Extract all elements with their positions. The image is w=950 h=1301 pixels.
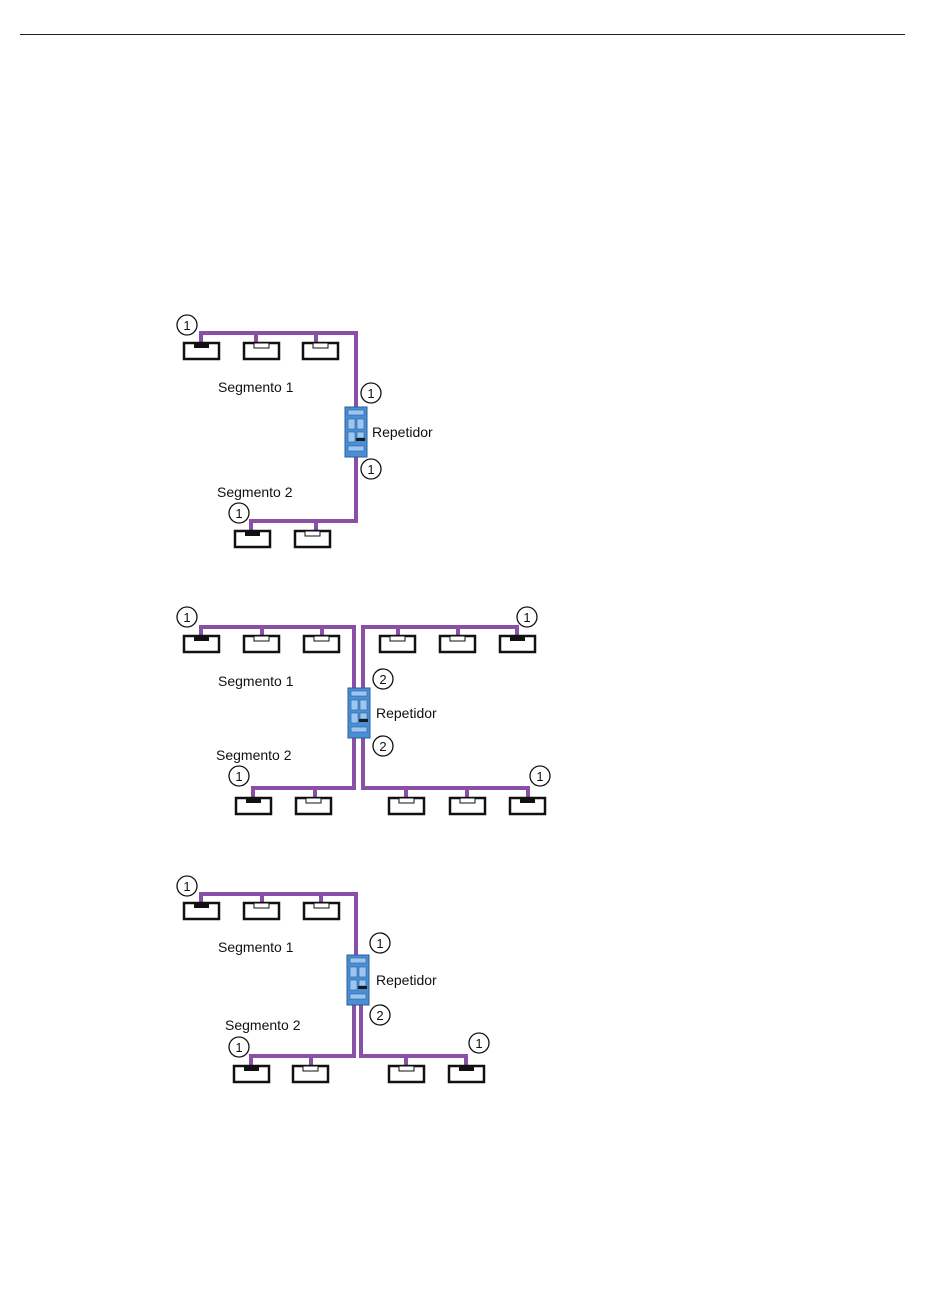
marker-number: 2 [376,1008,383,1023]
station [304,903,339,919]
station [244,903,279,919]
station [293,1066,328,1082]
cable [201,333,356,531]
repeater-icon [347,955,369,1005]
marker-number: 1 [183,318,190,333]
marker-number: 1 [536,769,543,784]
station [303,343,338,359]
station [184,636,219,652]
marker-number: 1 [235,1040,242,1055]
marker-number: 1 [235,769,242,784]
station [236,798,271,814]
repeater-icon [348,688,370,738]
station [184,903,219,919]
station [450,798,485,814]
marker-number: 1 [376,936,383,951]
station [295,531,330,547]
segment-2-label: Segmento 2 [216,747,292,763]
repeater-icon [345,407,367,457]
marker-number: 2 [379,672,386,687]
diagram-3: Segmento 1 Segmento 2 Repetidor 1 1 2 1 … [177,876,489,1082]
marker-number: 1 [367,386,374,401]
repeater-label: Repetidor [376,705,437,721]
segment-2-label: Segmento 2 [217,484,293,500]
station [389,1066,424,1082]
station [235,531,270,547]
station [244,343,279,359]
station [184,343,219,359]
diagram-2: Segmento 1 Segmento 2 Repetidor 1 1 2 2 … [177,607,550,814]
station [234,1066,269,1082]
station [389,798,424,814]
marker-number: 1 [183,610,190,625]
repeater-label: Repetidor [376,972,437,988]
station [510,798,545,814]
station [440,636,475,652]
station [304,636,339,652]
station [380,636,415,652]
station [244,636,279,652]
segment-1-label: Segmento 1 [218,379,294,395]
marker-number: 2 [379,739,386,754]
station [296,798,331,814]
marker-number: 1 [475,1036,482,1051]
station [500,636,535,652]
repeater-label: Repetidor [372,424,433,440]
segment-2-label: Segmento 2 [225,1017,301,1033]
station [449,1066,484,1082]
marker-number: 1 [367,462,374,477]
diagram-1: Segmento 1 Segmento 2 Repetidor 1 1 1 1 [177,315,433,547]
marker-number: 1 [183,879,190,894]
segment-1-label: Segmento 1 [218,673,294,689]
segment-1-label: Segmento 1 [218,939,294,955]
marker-number: 1 [235,506,242,521]
marker-number: 1 [523,610,530,625]
